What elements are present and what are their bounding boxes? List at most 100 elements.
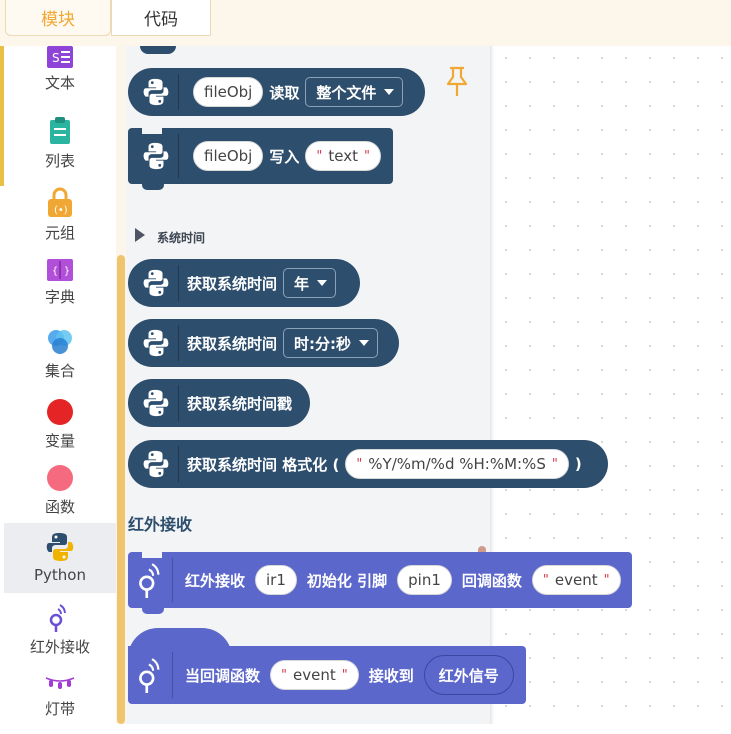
- category-dictionary[interactable]: { } 字典: [4, 258, 116, 318]
- file-object-field[interactable]: fileObj: [193, 77, 264, 107]
- quote-icon: ": [281, 667, 287, 683]
- ir-pin-field[interactable]: pin1: [397, 565, 452, 595]
- block-get-time-formatted[interactable]: 获取系统时间 格式化 ( "%Y/%m/%d %H:%M:%S" ): [128, 440, 608, 488]
- text-icon: S: [47, 46, 73, 68]
- block-get-time-year[interactable]: 获取系统时间 年: [128, 259, 360, 307]
- dictionary-icon: { }: [47, 259, 73, 281]
- block-separator: [178, 134, 179, 178]
- category-scrollbar-thumb[interactable]: [117, 255, 125, 724]
- category-label: 字典: [44, 288, 75, 306]
- set-icon: [48, 330, 72, 354]
- quote-icon: ": [341, 667, 348, 683]
- tab-blocks[interactable]: 模块: [5, 0, 111, 36]
- block-notch: [142, 552, 162, 558]
- block-get-time-hms[interactable]: 获取系统时间 时:分:秒: [128, 319, 399, 367]
- ir-received-label: 接收到: [368, 666, 414, 685]
- flyout-shadow: [490, 46, 494, 724]
- time-unit-dropdown[interactable]: 年: [283, 268, 337, 298]
- function-dot-icon: [47, 465, 73, 491]
- ir-event-field[interactable]: "event": [531, 565, 621, 595]
- write-text-field[interactable]: "text": [305, 141, 381, 171]
- python-icon: [143, 389, 169, 417]
- ir-object-field[interactable]: ir1: [255, 565, 297, 595]
- block-separator: [178, 74, 179, 110]
- variable-dot-icon: [47, 399, 73, 425]
- python-icon: [143, 142, 169, 170]
- block-ir-init[interactable]: 红外接收 ir1 初始化 引脚 pin1 回调函数 "event": [128, 552, 632, 608]
- python-icon: [143, 78, 169, 106]
- tab-code[interactable]: 代码: [111, 0, 211, 36]
- python-icon: [46, 533, 74, 561]
- block-separator: [178, 385, 179, 421]
- category-label: 灯带: [44, 700, 75, 718]
- get-time-label: 获取系统时间: [187, 274, 278, 293]
- category-set[interactable]: 集合: [4, 328, 116, 388]
- write-text-value: text: [328, 147, 358, 165]
- tab-code-label: 代码: [144, 10, 178, 30]
- block-ir-callback[interactable]: 当回调函数 "event" 接收到 红外信号: [128, 646, 526, 704]
- pin-icon[interactable]: [444, 66, 470, 98]
- infrared-icon: [139, 658, 160, 693]
- quote-icon: ": [551, 456, 558, 472]
- category-label: 列表: [44, 152, 75, 170]
- category-list[interactable]: 列表: [4, 116, 116, 176]
- chevron-down-icon: [359, 340, 370, 346]
- get-timestamp-label: 获取系统时间戳: [187, 394, 293, 413]
- category-label: 集合: [44, 362, 75, 380]
- read-mode-value: 整个文件: [316, 83, 377, 102]
- category-function[interactable]: 函数: [4, 464, 116, 524]
- quote-icon: ": [603, 572, 610, 588]
- ir-init-pin-label: 初始化 引脚: [306, 571, 388, 590]
- category-label: 变量: [44, 432, 75, 450]
- category-variable[interactable]: 变量: [4, 398, 116, 458]
- get-time-label: 获取系统时间: [187, 334, 278, 353]
- block-nub: [142, 183, 164, 190]
- category-label: 文本: [44, 74, 75, 92]
- category-tuple[interactable]: (•) 元组: [4, 186, 116, 246]
- section-title-system-time: 系统时间: [157, 231, 206, 245]
- close-paren-label: ): [574, 455, 582, 473]
- ir-callback-event-field[interactable]: "event": [270, 660, 359, 690]
- edge-accent: [0, 46, 4, 186]
- block-separator: [178, 446, 179, 482]
- category-python[interactable]: Python: [4, 523, 116, 593]
- get-time-format-label: 获取系统时间 格式化 (: [187, 455, 340, 474]
- infrared-icon: [139, 563, 160, 598]
- category-infrared[interactable]: 红外接收: [4, 602, 116, 662]
- lock-icon: (•): [48, 187, 72, 217]
- ir-init-label: 红外接收: [185, 571, 246, 590]
- chevron-down-icon: [317, 280, 328, 286]
- ir-callback-label: 回调函数: [461, 571, 522, 590]
- block-separator: [178, 325, 179, 361]
- workspace-canvas[interactable]: [494, 46, 731, 724]
- quote-icon: ": [356, 456, 363, 472]
- category-sidebar: S 文本 列表 (•) 元组 { } 字典 集合 变量 函数 Python 红外…: [4, 46, 116, 724]
- block-separator: [178, 265, 179, 301]
- category-label: 函数: [44, 498, 75, 516]
- time-format-string-field[interactable]: "%Y/%m/%d %H:%M:%S": [345, 449, 569, 479]
- block-get-timestamp[interactable]: 获取系统时间戳: [128, 379, 310, 427]
- python-icon: [143, 329, 169, 357]
- time-unit-value: 年: [294, 274, 310, 293]
- infrared-icon: [49, 604, 66, 632]
- python-icon: [143, 269, 169, 297]
- ir-signal-reporter[interactable]: 红外信号: [423, 655, 514, 695]
- svg-text:{ }: { }: [52, 266, 70, 277]
- section-collapse-triangle-icon[interactable]: [134, 227, 146, 243]
- category-light-strip[interactable]: 灯带: [4, 674, 116, 734]
- tab-blocks-label: 模块: [41, 10, 75, 30]
- category-label: Python: [34, 566, 86, 584]
- ir-callback-when-label: 当回调函数: [185, 666, 261, 685]
- file-object-field[interactable]: fileObj: [193, 141, 264, 171]
- category-text[interactable]: S 文本: [4, 46, 116, 106]
- read-mode-dropdown[interactable]: 整个文件: [305, 77, 404, 107]
- block-file-write[interactable]: fileObj 写入 "text": [128, 128, 393, 184]
- block-file-read[interactable]: fileObj 读取 整个文件: [128, 68, 425, 116]
- svg-text:(•): (•): [54, 205, 68, 216]
- category-label: 红外接收: [29, 638, 90, 656]
- quote-icon: ": [542, 572, 549, 588]
- block-separator: [172, 558, 173, 602]
- write-label: 写入: [269, 147, 300, 166]
- time-format-dropdown[interactable]: 时:分:秒: [283, 328, 379, 358]
- light-strip-icon: [45, 677, 75, 689]
